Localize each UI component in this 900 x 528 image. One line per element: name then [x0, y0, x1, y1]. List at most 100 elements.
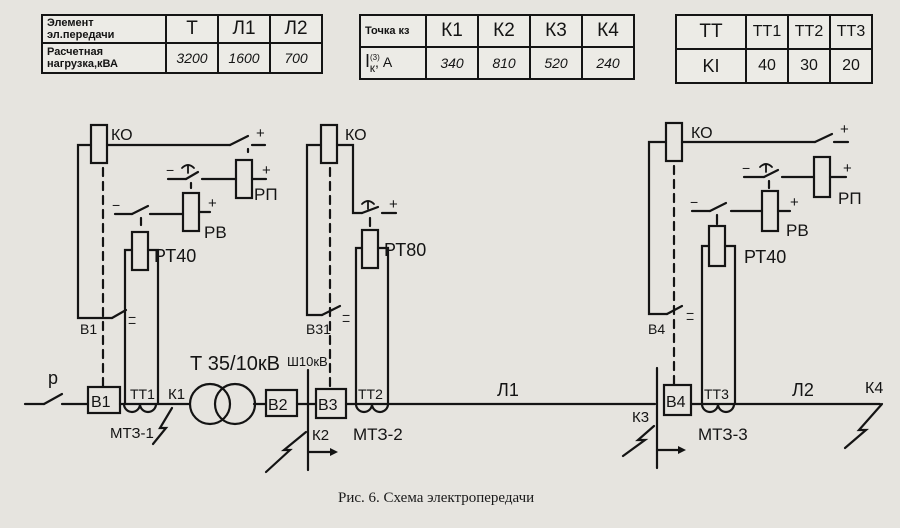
header-line: Элемент — [47, 17, 94, 29]
ct1-coil — [122, 402, 158, 414]
intermediate-relay-3 — [812, 155, 832, 199]
fault-k3-label: К3 — [632, 409, 649, 426]
rv-contact-3 — [762, 168, 780, 179]
main-line — [23, 392, 882, 406]
disconnector-blade — [42, 392, 64, 406]
ct2-coil — [354, 402, 390, 414]
plus-sign: + — [208, 195, 217, 212]
rt-contact-3 — [708, 201, 728, 213]
mtz2-label: МТЗ-2 — [353, 425, 403, 444]
sc-point-cell: К3 — [529, 14, 583, 48]
disconnector-label: р — [48, 368, 58, 388]
minus-sign: − — [112, 197, 120, 213]
current-symbol: I — [365, 51, 371, 72]
trip-coil-2 — [319, 123, 339, 165]
sc-point-cell: К4 — [581, 14, 635, 48]
protection-circuit-2: КО − − В31 + РТ80 — [305, 123, 426, 406]
rt-contact-1 — [130, 204, 150, 216]
current-unit: , А — [375, 54, 393, 71]
time-delay-icon — [759, 163, 773, 173]
figure-caption: Рис. 6. Схема электропередачи — [338, 490, 535, 506]
fault-k4-label: К4 — [865, 380, 883, 397]
trip-coil-1-label: КО — [111, 127, 133, 144]
short-circuit-table: Точка кз К1 К2 К3 К4 I(3)к, А 340 810 52… — [359, 14, 635, 80]
header-line: Расчетная — [47, 46, 104, 58]
aux-contact-b31-label: В31 — [306, 321, 331, 337]
breaker-b1-label: В1 — [91, 394, 111, 411]
plus-sign: + — [843, 160, 852, 177]
aux-contact-b1 — [110, 308, 128, 320]
breaker-b2-label: В2 — [268, 397, 288, 414]
load-value-cell: 1600 — [217, 42, 271, 74]
sc-table-header-current: I(3)к, А — [359, 46, 427, 80]
ct3-label: ТТ3 — [704, 386, 729, 402]
time-relay-1-label: РВ — [204, 223, 227, 242]
load-element-cell: Л1 — [217, 14, 271, 44]
sc-point-cell: К2 — [477, 14, 531, 48]
ct-name-cell: ТТ2 — [787, 14, 831, 50]
current-relay-2 — [360, 228, 380, 270]
mtz1-label: МТЗ-1 — [110, 425, 154, 442]
protection-circuit-3: КО − − В4 + РП + − РВ + − РТ40 — [647, 121, 862, 406]
breaker-b3-label: В3 — [318, 397, 338, 414]
bus-label: Ш10кВ — [287, 354, 328, 369]
rv-contact-1 — [184, 170, 200, 181]
minus-sign: − — [742, 160, 750, 176]
minus-sign: − — [686, 305, 694, 321]
load-table-header-load: Расчетная нагрузка,кВА — [41, 42, 167, 74]
k3-arrow-icon — [678, 446, 686, 454]
current-subscript: к — [369, 60, 376, 75]
time-delay-icon — [181, 164, 195, 174]
breaker-b4-label: В4 — [666, 394, 686, 411]
sc-table-header-point: Точка кз — [359, 14, 427, 48]
aux-contact-b1-label: В1 — [80, 321, 97, 337]
breaker-b2 — [264, 388, 299, 418]
load-element-cell: Т — [165, 14, 219, 44]
line-l2-label: Л2 — [792, 380, 814, 400]
minus-sign: − — [166, 162, 174, 178]
load-value-cell: 3200 — [165, 42, 219, 74]
sc-current-cell: 520 — [529, 46, 583, 80]
line-l1-label: Л1 — [497, 380, 519, 400]
ct-ratio-cell: 30 — [787, 48, 831, 84]
ct-table-header: ТТ — [675, 14, 747, 50]
time-delay-icon — [361, 200, 375, 210]
time-relay-1 — [181, 191, 201, 233]
load-element-cell: Л2 — [269, 14, 323, 44]
plus-sign: + — [256, 125, 265, 142]
minus-sign: − — [342, 307, 350, 323]
breaker-b3 — [314, 387, 348, 420]
breaker-b1 — [86, 385, 122, 415]
plus-sign: + — [840, 121, 849, 138]
breaker-b4 — [662, 383, 693, 417]
current-relay-3-label: РТ40 — [744, 247, 786, 267]
ct1-label: ТТ1 — [130, 386, 155, 402]
fault-k1-label: К1 — [168, 386, 185, 403]
time-relay-3 — [760, 189, 780, 233]
trip-coil-3-label: КО — [691, 125, 713, 142]
transformer-secondary-winding — [213, 382, 257, 426]
sc-current-cell: 810 — [477, 46, 531, 80]
intermediate-relay-1-label: РП — [254, 185, 278, 204]
fault-k4-icon — [843, 402, 884, 450]
intermediate-relay-1 — [234, 158, 254, 200]
sc-current-cell: 340 — [425, 46, 479, 80]
sc-current-cell: 240 — [581, 46, 635, 80]
plus-sign: + — [790, 194, 799, 211]
ct-ratio-table: ТТ ТТ1 ТТ2 ТТ3 KI 40 30 20 — [675, 14, 873, 84]
minus-sign: − — [128, 309, 136, 325]
minus-sign: − — [128, 315, 136, 331]
load-value-cell: 700 — [269, 42, 323, 74]
aux-contact-b4-label: В4 — [648, 321, 665, 337]
minus-sign: − — [686, 311, 694, 327]
k2-arrow-icon — [330, 448, 338, 456]
current-relay-3 — [707, 224, 727, 268]
load-table-header-element: Элемент эл.передачи — [41, 14, 167, 44]
ct-name-cell: ТТ1 — [745, 14, 789, 50]
transformer-label: Т 35/10кВ — [190, 353, 280, 375]
trip-coil-2-label: КО — [345, 127, 367, 144]
ct-name-cell: ТТ3 — [829, 14, 873, 50]
sc-point-cell: К1 — [425, 14, 479, 48]
fault-k2-label: К2 — [312, 427, 329, 444]
